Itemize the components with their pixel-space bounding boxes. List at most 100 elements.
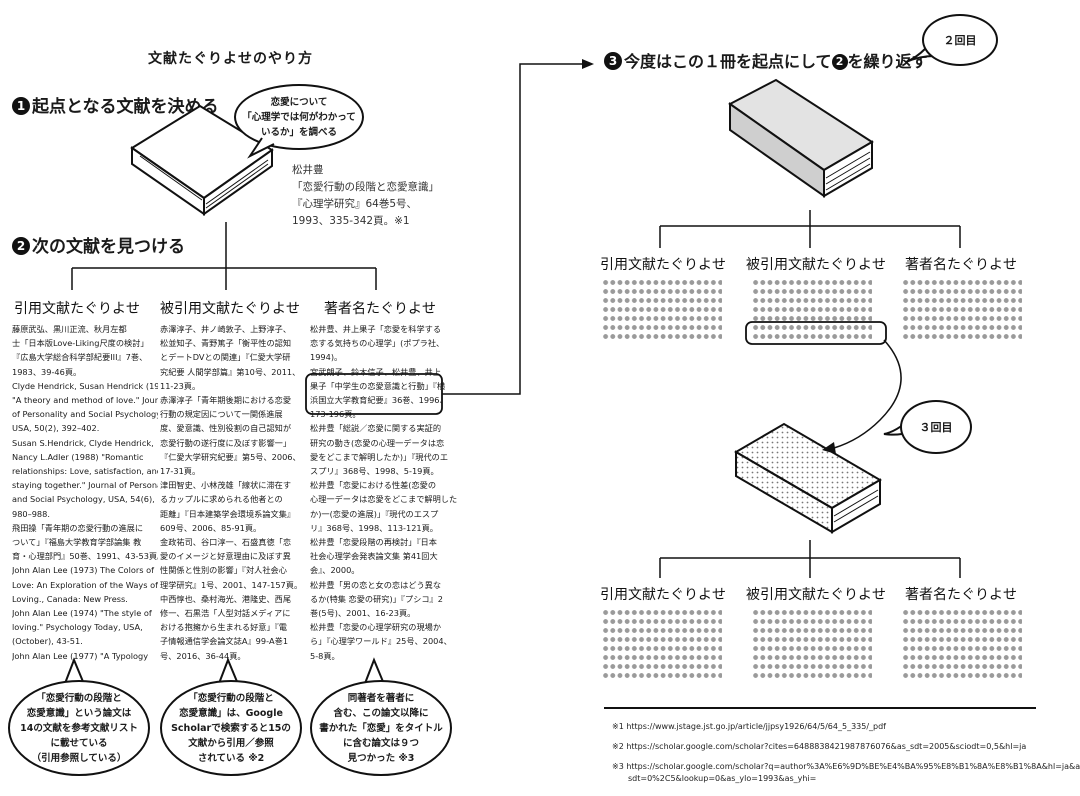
bubble-summary-line: 恋愛意識」は、Google: [179, 707, 283, 719]
step-number-2-inline: 2: [831, 54, 848, 70]
reference-line: Susan S.Hendrick, Clyde Hendrick,: [12, 437, 154, 448]
reference-line: るカップルに求められる他者との: [160, 494, 283, 505]
footnote-3: ※3 https://scholar.google.com/scholar?q=…: [612, 762, 1080, 771]
start-book-icon: [130, 104, 274, 216]
reference-line: 愛のイメージと好意理由に及ぼす異: [160, 551, 291, 562]
reference-line: 『仁愛大学研究紀要』第5号、2006、: [160, 451, 301, 462]
step-3-text-pre: 今度はこの１冊を起点にして: [624, 52, 832, 71]
round3-heading-author: 著者名たぐりよせ: [905, 587, 1017, 603]
bubble-summary-line: 「恋愛行動の段階と: [188, 692, 274, 704]
bubble-summary-line: Scholarで検索すると15の: [171, 722, 291, 734]
reference-line: 『広島大学総合科学部紀要III』7巻、: [12, 352, 148, 363]
round3-book-icon: [734, 422, 882, 534]
column-heading-citing: 被引用文献たぐりよせ: [160, 301, 300, 317]
reference-line: スプリ』368号、1998、5-19頁。: [310, 466, 439, 477]
round2-dots-cited: [602, 278, 722, 340]
reference-line: か)一(恋愛の進展)」『現代のエスプ: [310, 508, 439, 519]
bubble-summary-line: 14の文献を参考文献リスト: [20, 722, 138, 734]
reference-list-citing: 赤澤淳子、井ノ崎敦子、上野淳子、松並知子、青野篤子「衡平性の認知とデートDVとの…: [160, 322, 308, 662]
round3-dots-author: [902, 608, 1022, 680]
bubble-topic-line-3: いるか」を調べる: [260, 126, 337, 138]
reference-line: リ』368号、1998、113-121頁。: [310, 522, 438, 533]
reference-line: ついて」『福島大学教育学部論集 教: [12, 537, 142, 548]
speech-bubble-topic: 恋愛について 「心理学では何がわかって いるか」を調べる: [234, 84, 364, 150]
reference-line: 980–988.: [12, 508, 50, 519]
reference-line: 愛をどこまで解明したか)」『現代のエ: [310, 451, 449, 462]
tree-lines-round3: [659, 540, 961, 578]
reference-line: ら」『心理学ワールド』25号、2004、: [310, 636, 452, 647]
tree-lines-step2: [71, 222, 377, 290]
step-3-text-post: を繰り返す: [847, 52, 928, 71]
start-ref-journal: 『心理学研究』64巻5号、: [292, 198, 418, 210]
bubble-summary-line: されている ※2: [197, 752, 265, 764]
reference-line: るか(特集 恋愛の研究)」『プシコ』2: [310, 593, 443, 604]
step3-book-icon: [728, 78, 874, 198]
reference-line: 松井豊「男の恋と女の恋はどう異な: [310, 579, 442, 590]
start-ref-author: 松井豊: [292, 164, 324, 176]
reference-line: John Alan Lee (1973) The Colors of: [12, 565, 154, 576]
reference-line: 子情報通信学会論文誌A』99-A巻1: [160, 636, 289, 647]
reference-line: 社会心理学会発表論文集 第41回大: [310, 551, 438, 562]
footnote-1: ※1 https://www.jstage.jst.go.jp/article/…: [612, 722, 886, 731]
arrow-to-step3: [442, 59, 594, 395]
reference-line: Clyde Hendrick, Susan Hendrick (1986): [12, 380, 158, 391]
bubble-summary-line: 同著者を著者に: [347, 692, 415, 704]
bubble-summary-line: 見つかった ※3: [347, 752, 415, 764]
reference-line: 17-31頁。: [160, 466, 201, 477]
round2-label: ２回目: [943, 33, 977, 47]
reference-line: 173-196頁。: [310, 409, 361, 420]
column-heading-cited: 引用文献たぐりよせ: [14, 301, 140, 317]
reference-line: 松井豊、井上果子「恋愛を科学する: [310, 324, 442, 334]
round2-heading-cited: 引用文献たぐりよせ: [600, 257, 726, 273]
reference-line: 1983、39-46頁。: [12, 366, 82, 377]
reference-line: 609号、2006、85-91頁。: [160, 522, 262, 533]
footnote-2: ※2 https://scholar.google.com/scholar?ci…: [612, 742, 1027, 751]
reference-line: 巻(5号)、2001、16-23頁。: [310, 608, 416, 619]
start-ref-pages: 1993、335-342頁。※1: [292, 215, 410, 227]
reference-line: Nancy L.Adler (1988) "Romantic: [12, 451, 144, 462]
reference-line: John Alan Lee (1977) "A Typology: [12, 650, 149, 661]
reference-line: 会』、2000。: [310, 565, 360, 576]
reference-line: 1994)。: [310, 352, 343, 363]
reference-line: 距離」『日本建築学会環境系論文集』: [160, 508, 296, 519]
reference-line: 性関係と性別の影響」『対人社会心: [160, 565, 287, 576]
reference-line: 育・心理部門』50巻、1991、43-53頁。: [12, 551, 158, 562]
reference-line: 松並知子、青野篤子「衡平性の認知: [160, 338, 292, 349]
reference-line: 号、2016、36-44頁。: [160, 650, 246, 661]
bubble-summary-line: 文献から引用／参照: [188, 737, 274, 749]
reference-line: 修一、石黒浩「人型対話メディアに: [160, 608, 291, 619]
reference-line: 赤澤淳子、井ノ崎敦子、上野淳子、: [160, 324, 292, 334]
reference-line: 津田智史、小林茂雄「線状に滞在す: [160, 480, 292, 491]
reference-line: staying together." Journal of Personalit…: [12, 480, 158, 491]
reference-line: Love: An Exploration of the Ways of: [12, 579, 158, 590]
round3-dots-citing: [752, 608, 872, 680]
reference-line: 理学研究』1号、2001、147-157頁。: [160, 579, 303, 590]
reference-line: 松井豊「恋愛における性差(恋愛の: [310, 480, 437, 491]
tree-lines-round2: [659, 210, 961, 248]
bottom-bubble-tails: [63, 657, 385, 687]
column-heading-author: 著者名たぐりよせ: [324, 301, 436, 317]
page-title: 文献たぐりよせのやり方: [148, 51, 313, 67]
bubble-summary-line: 書かれた「恋愛」をタイトル: [319, 722, 443, 734]
step-number-2: 2: [12, 237, 30, 255]
reference-line: of Personality and Social Psychology,: [12, 409, 158, 420]
reference-line: (October), 43-51.: [12, 636, 83, 647]
start-ref-title: 「恋愛行動の段階と恋愛意識」: [292, 181, 439, 193]
round2-heading-author: 著者名たぐりよせ: [905, 257, 1017, 273]
step-number-1: 1: [12, 97, 30, 115]
reference-line: 恋愛行動の遂行度に及ぼす影響一」: [160, 437, 292, 448]
reference-line: 浜国立大学教育紀要』36巻、1996、: [310, 395, 448, 406]
bubble-summary-line: に載せている: [50, 737, 108, 749]
reference-list-cited: 藤原武弘、黒川正流、秋月左都士「日本版Love-Liking尺度の検討」『広島大…: [12, 322, 158, 662]
bubble-summary-line: 「恋愛行動の段階と: [36, 692, 122, 704]
reference-line: loving." Psychology Today, USA,: [12, 622, 143, 633]
speech-bubble-round2: ２回目: [922, 14, 998, 66]
bubble-summary-line: （引用参照している）: [31, 752, 127, 764]
reference-line: 研究の動き(恋愛の心理一データは恋: [310, 437, 445, 448]
reference-line: relationships: Love, satisfaction, and: [12, 466, 158, 477]
